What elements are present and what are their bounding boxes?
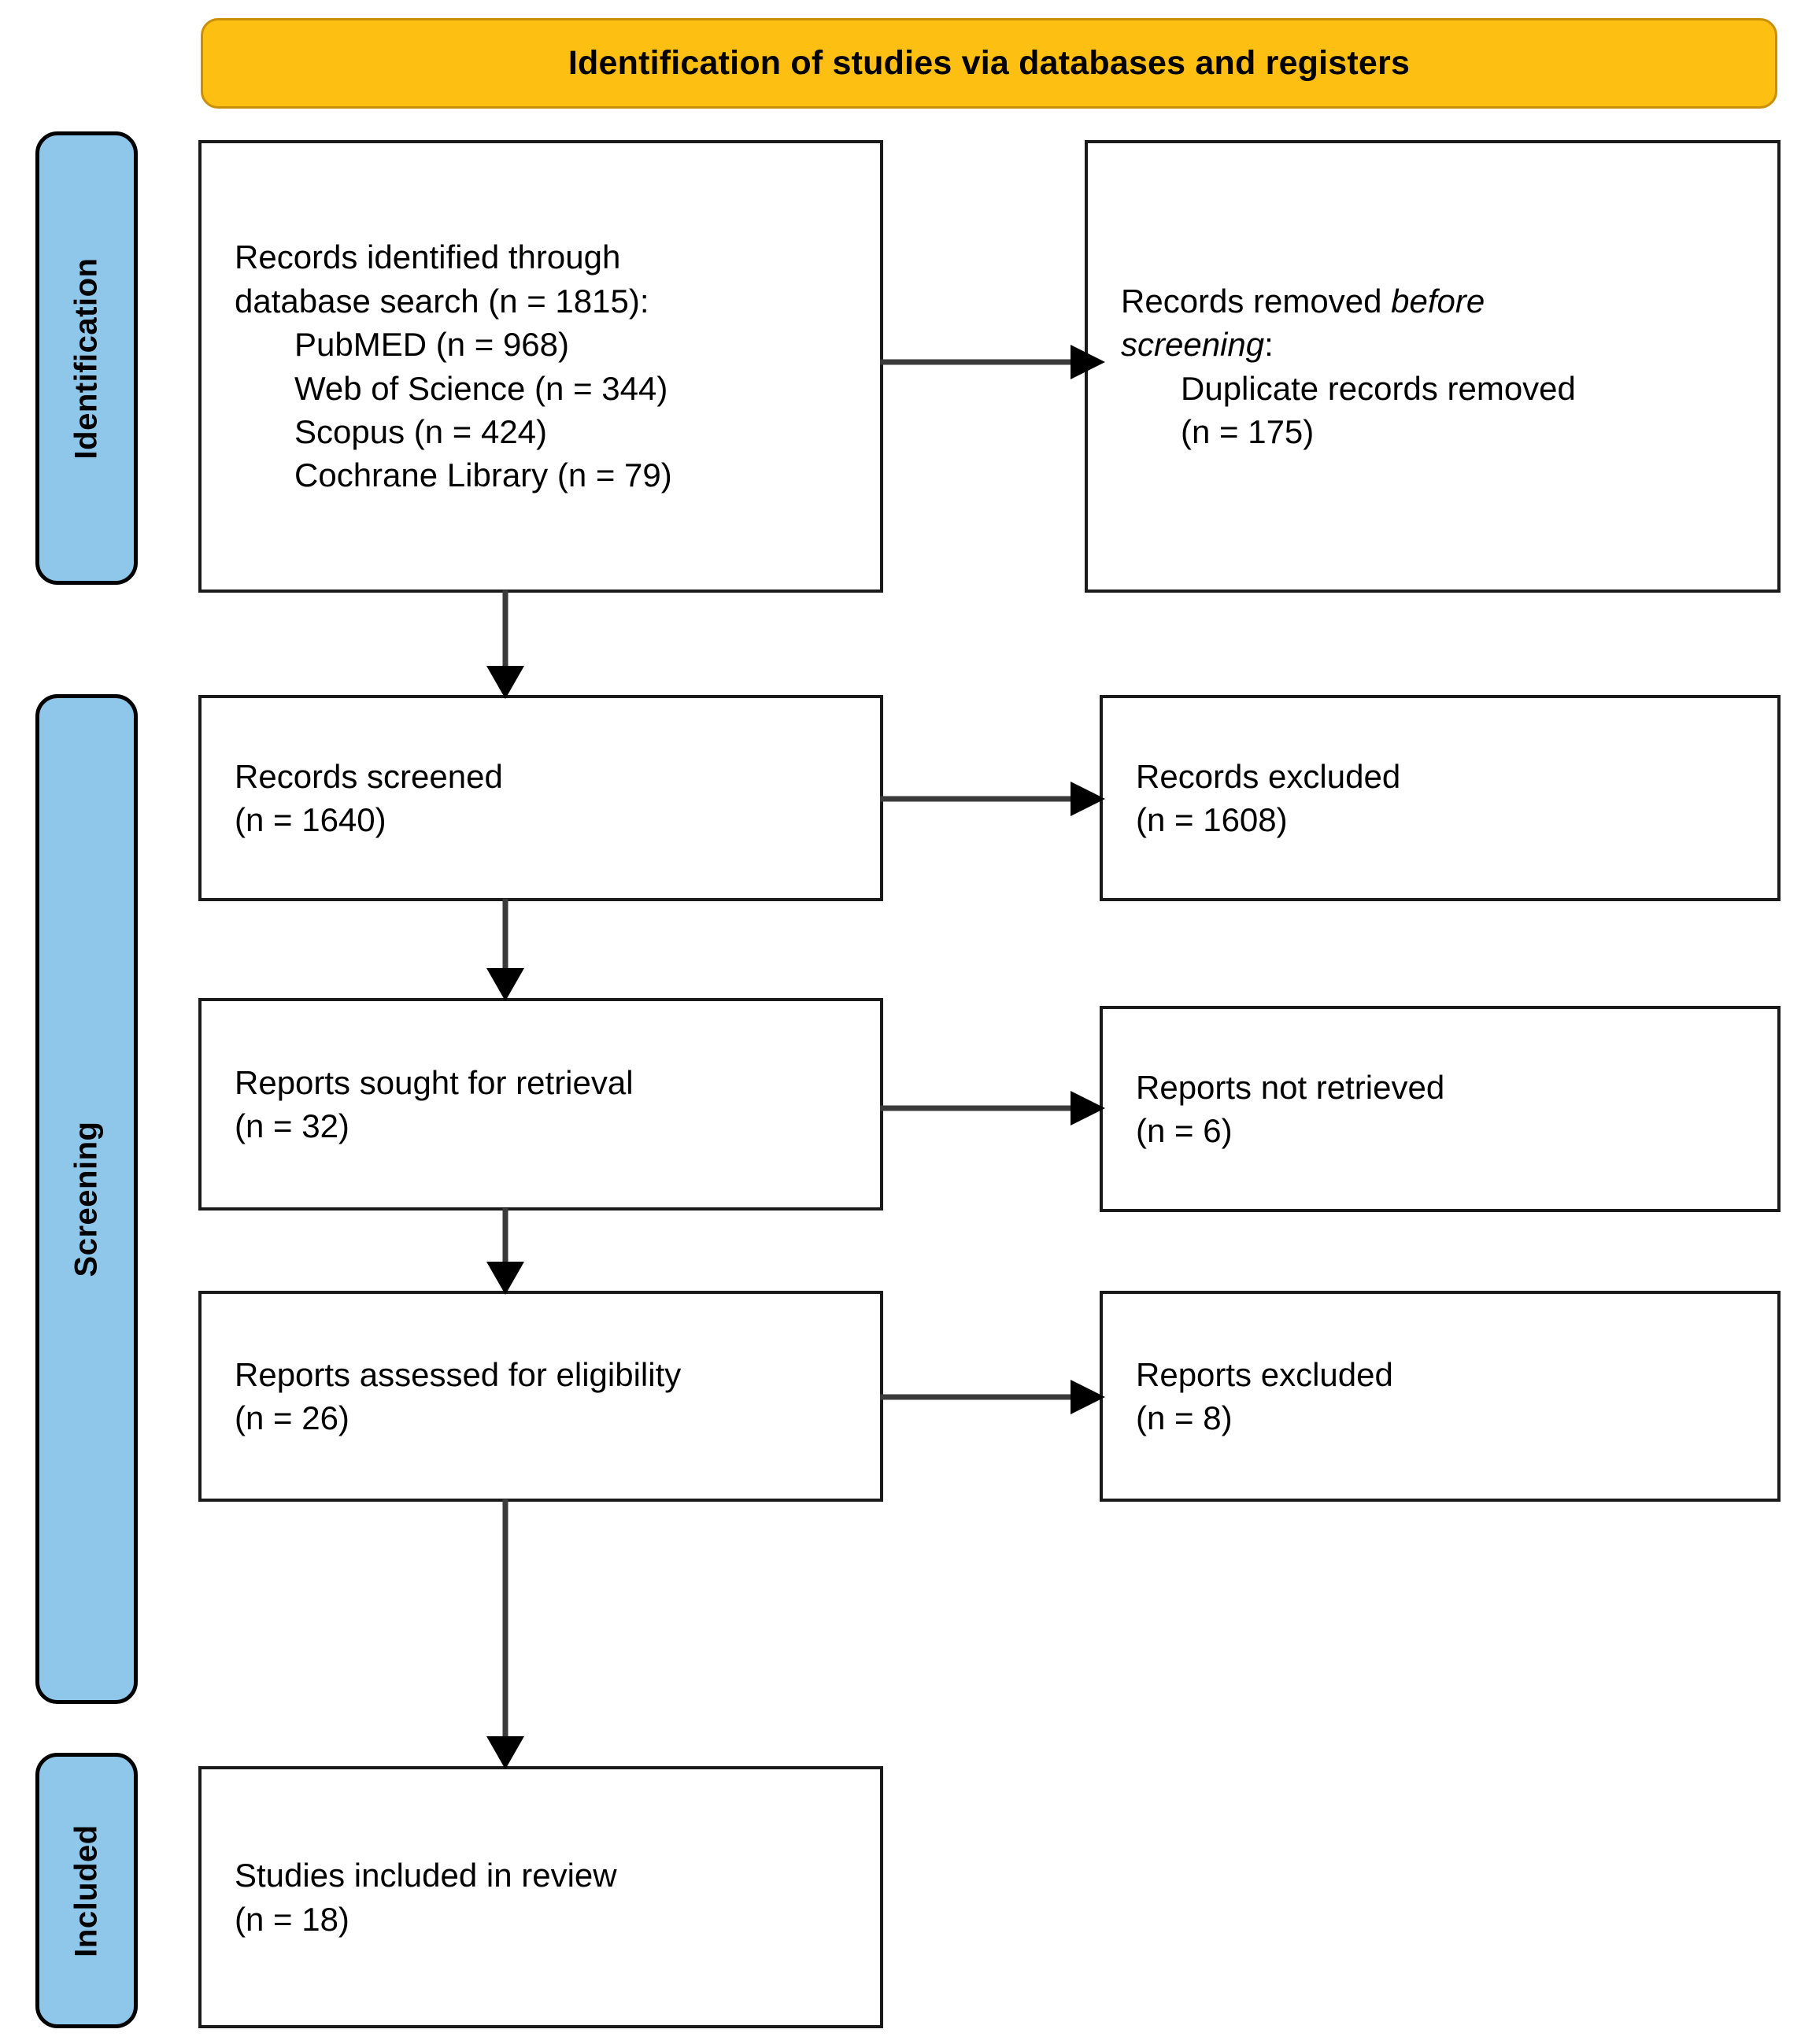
- diagram-header-banner: Identification of studies via databases …: [201, 18, 1777, 109]
- diagram-title: Identification of studies via databases …: [568, 43, 1411, 82]
- records-screened-count: (n = 1640): [235, 801, 386, 838]
- records-removed-line2: screening:: [1121, 323, 1762, 366]
- records-identified-line2: database search (n = 1815):: [235, 282, 649, 320]
- stage-label-included-text: Included: [68, 1824, 104, 1957]
- stage-label-identification: Identification: [35, 131, 138, 585]
- arrow-down-sought-to-assessed: [472, 1208, 543, 1296]
- records-identified-source-pubmed: PubMED (n = 968): [294, 326, 570, 364]
- box-reports-not-retrieved: Reports not retrieved (n = 6): [1100, 1006, 1781, 1212]
- arrow-right-sought-to-not-retrieved: [880, 1085, 1108, 1132]
- box-records-excluded-content: Records excluded (n = 1608): [1103, 755, 1777, 842]
- arrow-down-identified-to-screened: [472, 590, 543, 700]
- records-identified-source-cochrane: Cochrane Library (n = 79): [294, 456, 672, 494]
- records-removed-line1-plain: Records removed: [1121, 282, 1392, 320]
- box-records-identified: Records identified through database sear…: [198, 140, 883, 593]
- studies-included-label: Studies included in review: [235, 1857, 617, 1894]
- arrow-down-screened-to-sought: [472, 899, 543, 1003]
- records-excluded-count: (n = 1608): [1136, 801, 1288, 838]
- reports-not-retrieved-count: (n = 6): [1136, 1112, 1233, 1149]
- records-screened-label: Records screened: [235, 757, 503, 795]
- arrow-right-assessed-to-excluded: [880, 1373, 1108, 1421]
- box-reports-excluded-content: Reports excluded (n = 8): [1103, 1353, 1777, 1440]
- box-records-removed: Records removed before screening: Duplic…: [1085, 140, 1781, 593]
- stage-label-screening-text: Screening: [68, 1121, 104, 1277]
- records-removed-line2-plain: :: [1264, 326, 1274, 364]
- box-reports-excluded: Reports excluded (n = 8): [1100, 1291, 1781, 1502]
- records-identified-source-scopus: Scopus (n = 424): [294, 412, 548, 450]
- arrow-down-assessed-to-included: [472, 1499, 543, 1771]
- box-records-removed-content: Records removed before screening: Duplic…: [1088, 279, 1777, 454]
- records-removed-detail-duplicates: Duplicate records removed: [1181, 369, 1576, 407]
- box-studies-included: Studies included in review (n = 18): [198, 1766, 883, 2028]
- records-removed-line1-italic: before: [1391, 282, 1485, 320]
- studies-included-count: (n = 18): [235, 1900, 349, 1938]
- records-identified-source-web-of-science: Web of Science (n = 344): [294, 369, 668, 407]
- stage-label-identification-text: Identification: [68, 257, 104, 459]
- box-reports-not-retrieved-content: Reports not retrieved (n = 6): [1103, 1066, 1777, 1153]
- box-records-excluded: Records excluded (n = 1608): [1100, 695, 1781, 901]
- reports-assessed-count: (n = 26): [235, 1399, 349, 1436]
- reports-assessed-label: Reports assessed for eligibility: [235, 1355, 682, 1393]
- box-reports-assessed: Reports assessed for eligibility (n = 26…: [198, 1291, 883, 1502]
- box-records-screened: Records screened (n = 1640): [198, 695, 883, 901]
- records-removed-detail-count: (n = 175): [1181, 412, 1315, 450]
- box-reports-assessed-content: Reports assessed for eligibility (n = 26…: [202, 1353, 880, 1440]
- arrow-right-screened-to-excluded: [880, 775, 1108, 822]
- stage-label-screening: Screening: [35, 694, 138, 1704]
- reports-not-retrieved-label: Reports not retrieved: [1136, 1068, 1445, 1106]
- box-records-screened-content: Records screened (n = 1640): [202, 755, 880, 842]
- stage-label-included: Included: [35, 1753, 138, 2028]
- box-records-identified-content: Records identified through database sear…: [202, 235, 880, 497]
- box-reports-sought-content: Reports sought for retrieval (n = 32): [202, 1061, 880, 1148]
- records-removed-line2-italic: screening: [1121, 326, 1265, 364]
- records-identified-line1: Records identified through: [235, 238, 621, 276]
- arrow-right-identified-to-removed: [880, 338, 1108, 386]
- reports-sought-count: (n = 32): [235, 1107, 349, 1144]
- reports-sought-label: Reports sought for retrieval: [235, 1063, 634, 1101]
- reports-excluded-label: Reports excluded: [1136, 1355, 1393, 1393]
- records-removed-line1: Records removed before: [1121, 279, 1762, 323]
- records-excluded-label: Records excluded: [1136, 757, 1401, 795]
- reports-excluded-count: (n = 8): [1136, 1399, 1233, 1436]
- box-reports-sought: Reports sought for retrieval (n = 32): [198, 998, 883, 1211]
- box-studies-included-content: Studies included in review (n = 18): [202, 1854, 880, 1941]
